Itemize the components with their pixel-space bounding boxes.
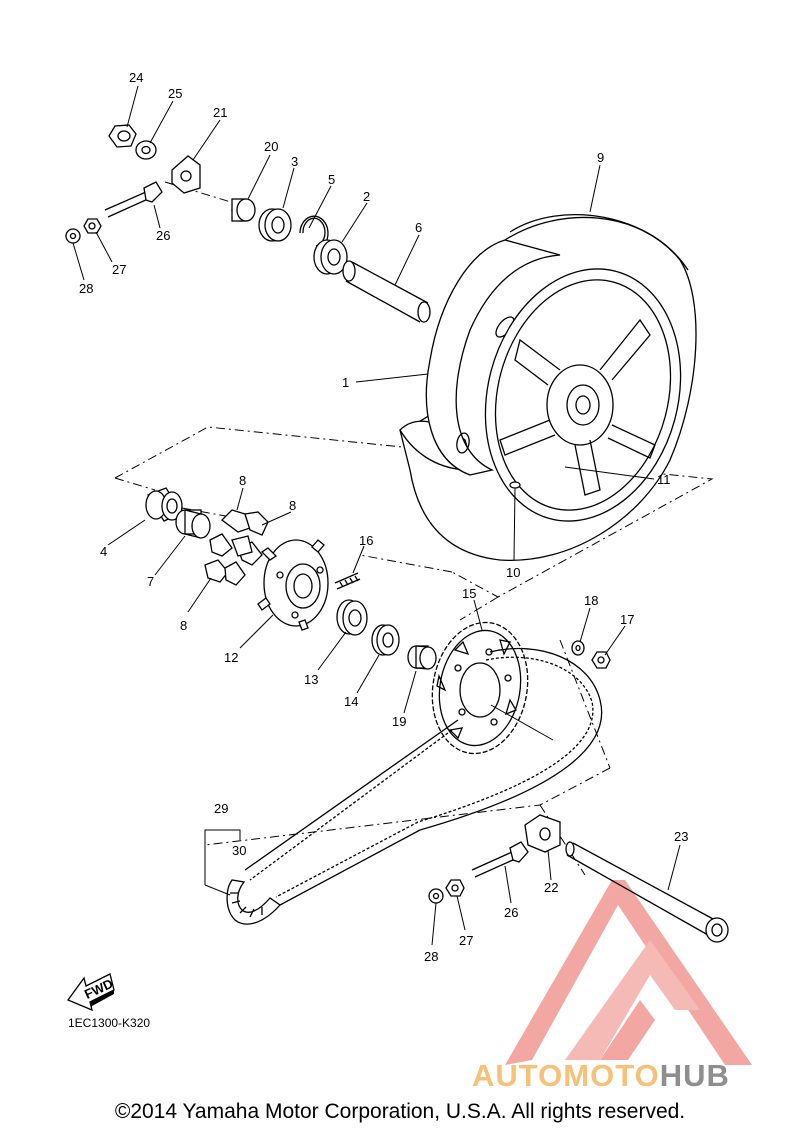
callout-17: 17 — [620, 612, 634, 627]
callout-13: 13 — [304, 672, 318, 687]
watermark-logo — [505, 880, 752, 1065]
callout-6: 6 — [415, 220, 422, 235]
axle-23 — [565, 841, 729, 943]
diagram-code: 1EC1300-K320 — [68, 1016, 151, 1030]
callout-5: 5 — [328, 172, 335, 187]
collar-7 — [175, 509, 211, 539]
washer-28-lower — [428, 888, 444, 904]
assembly-boundary — [114, 181, 714, 876]
callout-21: 21 — [213, 105, 227, 120]
oil-seal-14 — [371, 624, 400, 656]
callout-27-upper: 27 — [112, 262, 126, 277]
callout-25: 25 — [168, 86, 182, 101]
adjuster-22 — [524, 814, 561, 853]
watermark-brand: AUTOMOTOHUB — [472, 1058, 730, 1094]
callout-15: 15 — [462, 586, 476, 601]
damper-8 — [204, 509, 269, 586]
clutch-hub-12 — [257, 539, 329, 631]
callout-9: 9 — [597, 150, 604, 165]
bearing-4 — [145, 487, 183, 522]
callout-24: 24 — [129, 70, 143, 85]
bearing-13 — [336, 599, 368, 636]
bearing-3 — [258, 208, 292, 242]
callout-14: 14 — [344, 694, 358, 709]
watermark-brand-part1: AUTOMOTO — [472, 1058, 660, 1093]
plate-21 — [171, 155, 201, 194]
callout-8-a: 8 — [239, 473, 246, 488]
callout-16: 16 — [359, 533, 373, 548]
collar-19 — [407, 645, 437, 670]
callout-8-b: 8 — [289, 498, 296, 513]
leader-lines — [72, 85, 681, 946]
collar-20 — [231, 198, 256, 222]
callout-29: 29 — [214, 801, 228, 816]
callout-26-lower: 26 — [504, 905, 518, 920]
callout-10: 10 — [506, 565, 520, 580]
callout-1: 1 — [342, 375, 349, 390]
callout-19: 19 — [392, 714, 406, 729]
callout-labels: 24 25 21 20 3 5 2 6 9 26 27 28 1 8 8 4 7… — [79, 70, 688, 964]
callout-30: 30 — [232, 843, 246, 858]
watermark-brand-part2: HUB — [659, 1058, 730, 1093]
nut-27-lower — [445, 879, 465, 897]
callout-23: 23 — [674, 829, 688, 844]
callout-8-c: 8 — [180, 618, 187, 633]
callout-4: 4 — [100, 544, 107, 559]
copyright-notice: ©2014 Yamaha Motor Corporation, U.S.A. A… — [114, 1100, 686, 1123]
callout-7: 7 — [147, 574, 154, 589]
drive-chain-29 — [226, 648, 603, 925]
callout-11: 11 — [657, 472, 671, 487]
washer-25 — [135, 140, 157, 160]
nut-17 — [591, 651, 611, 669]
washer-28-upper — [65, 228, 81, 244]
nut-24 — [108, 124, 137, 148]
callout-27-lower: 27 — [459, 933, 473, 948]
callout-22: 22 — [544, 880, 558, 895]
callout-28-upper: 28 — [79, 281, 93, 296]
callout-2: 2 — [363, 189, 370, 204]
washer-18 — [571, 640, 585, 656]
stud-16 — [334, 572, 361, 590]
nut-27-upper — [83, 218, 102, 234]
rim-1 — [425, 239, 682, 522]
callout-28-lower: 28 — [424, 949, 438, 964]
bolt-26-upper — [104, 181, 163, 218]
callout-3: 3 — [291, 154, 298, 169]
callout-26-upper: 26 — [156, 228, 170, 243]
bolt-26-lower — [471, 841, 529, 878]
callout-18: 18 — [584, 593, 598, 608]
callout-12: 12 — [224, 650, 238, 665]
fwd-arrow-icon: FWD — [66, 973, 115, 1012]
spacer-6 — [342, 260, 431, 323]
bearing-2 — [313, 239, 348, 275]
callout-bracket-29 — [204, 829, 241, 896]
callout-20: 20 — [264, 139, 278, 154]
